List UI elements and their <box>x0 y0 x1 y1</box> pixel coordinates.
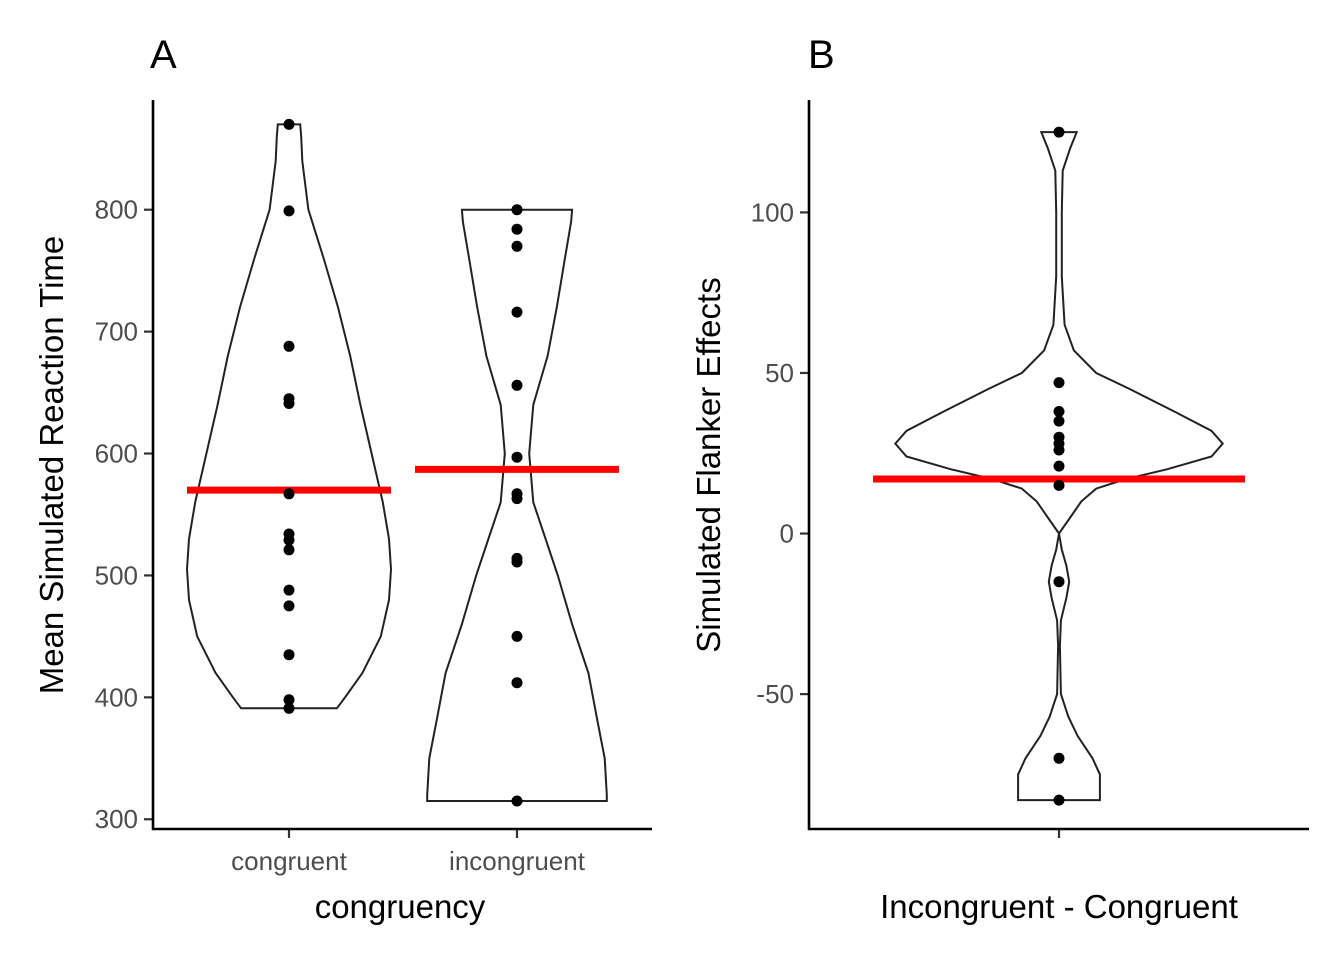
y-tick-label: 50 <box>765 358 794 388</box>
data-point <box>1053 752 1065 764</box>
panel-a-label: A <box>150 33 177 77</box>
x-tick-label: congruent <box>231 846 347 876</box>
violin-difference <box>893 131 1225 802</box>
data-point <box>511 795 523 807</box>
panel-b-violins <box>893 131 1225 802</box>
data-point <box>1053 444 1065 456</box>
data-point <box>1053 576 1065 588</box>
panel-a-points <box>283 118 523 807</box>
y-tick-label: 100 <box>751 197 794 227</box>
panel-a-violins <box>185 123 608 802</box>
data-point <box>1053 377 1065 389</box>
data-point <box>511 306 523 318</box>
y-tick-label: 800 <box>95 195 138 225</box>
data-point <box>511 451 523 463</box>
panel-a-x-ticks: congruent incongruent <box>231 829 586 876</box>
panel-a-means <box>187 465 619 494</box>
panel-a-y-ticks: 300 400 500 600 700 800 <box>95 195 153 834</box>
data-point <box>511 379 523 391</box>
data-point <box>1053 460 1065 472</box>
data-point <box>511 223 523 235</box>
panel-b-label: B <box>808 33 835 77</box>
data-point <box>1053 794 1065 806</box>
data-point <box>283 534 295 546</box>
data-point <box>283 340 295 352</box>
data-point <box>511 630 523 642</box>
y-tick-label: 700 <box>95 317 138 347</box>
panel-b-y-axis-title: Simulated Flanker Effects <box>690 277 727 652</box>
panel-a-y-axis-title: Mean Simulated Reaction Time <box>33 236 70 695</box>
x-tick-label: incongruent <box>449 846 586 876</box>
y-tick-label: 500 <box>95 560 138 590</box>
data-point <box>511 204 523 216</box>
data-point <box>511 677 523 689</box>
data-point <box>1053 479 1065 491</box>
data-point <box>1053 406 1065 417</box>
data-point <box>283 600 295 612</box>
panel-b-x-axis-title: Incongruent - Congruent <box>880 888 1238 925</box>
data-point <box>1053 415 1065 427</box>
data-point <box>1053 126 1065 138</box>
y-tick-label: 300 <box>95 804 138 834</box>
data-point <box>283 205 295 217</box>
panel-b-points <box>1053 126 1065 806</box>
data-point <box>283 649 295 661</box>
data-point <box>283 702 295 714</box>
panel-b-y-ticks: -50 0 50 100 <box>751 197 809 709</box>
data-point <box>511 493 523 505</box>
violin-incongruent <box>426 208 608 802</box>
data-point <box>511 240 523 252</box>
panel-b: B -50 0 50 100 Incongruent - Congruent Simu… <box>690 33 1309 925</box>
y-tick-label: -50 <box>756 679 794 709</box>
y-tick-label: 600 <box>95 439 138 469</box>
data-point <box>283 118 295 130</box>
data-point <box>283 398 295 409</box>
data-point <box>511 556 523 568</box>
data-point <box>283 584 295 596</box>
y-tick-label: 400 <box>95 682 138 712</box>
data-point <box>283 544 295 556</box>
data-point <box>283 694 295 706</box>
y-tick-label: 0 <box>780 519 794 549</box>
violin-congruent <box>185 123 393 710</box>
data-point <box>283 488 295 500</box>
panel-a: A 300 400 500 600 700 800 congruent incongruen… <box>33 33 652 925</box>
panel-a-x-axis-title: congruency <box>315 888 486 925</box>
